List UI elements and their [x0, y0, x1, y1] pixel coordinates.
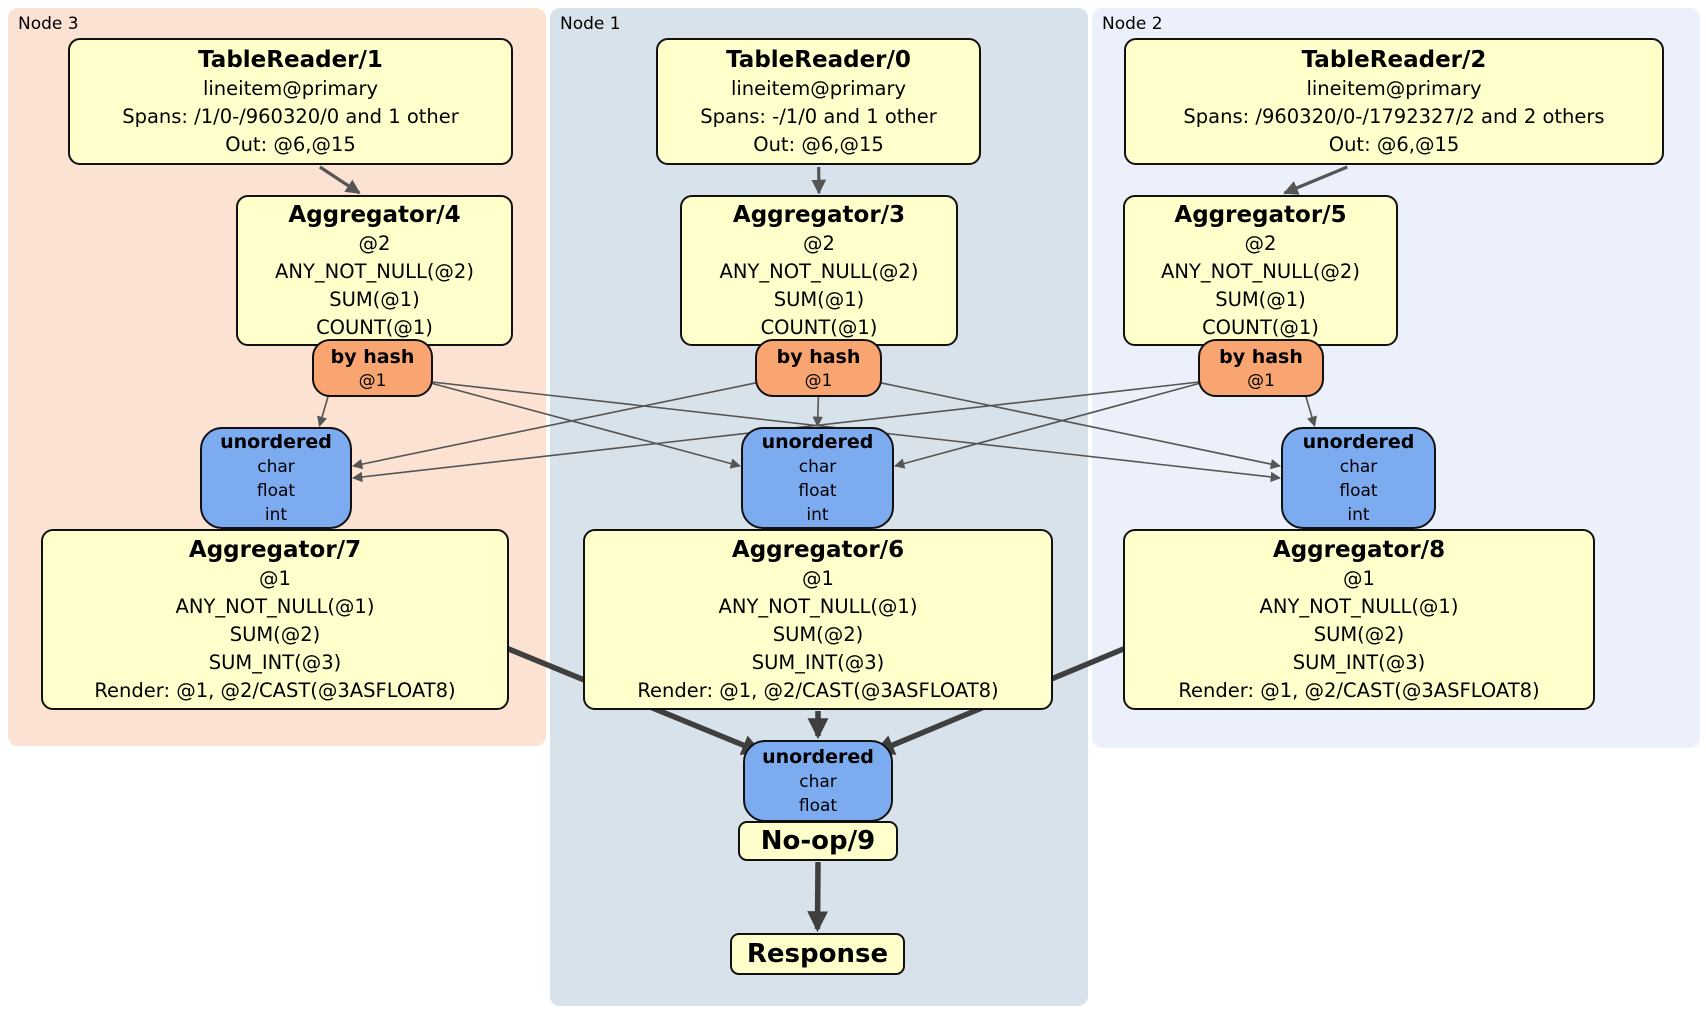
edge-tr2-to-agg5 [1283, 165, 1348, 195]
processor-detail-line: ANY_NOT_NULL(@1) [175, 594, 375, 618]
processor-aggregator-3: Aggregator/3 @2 ANY_NOT_NULL(@2) SUM(@1)… [680, 195, 958, 346]
processor-detail-line: COUNT(@1) [760, 315, 878, 339]
edge-noop-to-response [807, 861, 829, 933]
processor-tablereader-1: TableReader/1 lineitem@primary Spans: /1… [68, 38, 513, 165]
processor-response: Response [730, 933, 905, 975]
router-by-hash-node3: by hash @1 [312, 339, 433, 397]
panel-node2-label: Node 2 [1102, 14, 1163, 34]
processor-detail-line: @1 [1343, 566, 1375, 590]
processor-detail-line: Spans: -/1/0 and 1 other [700, 104, 937, 128]
processor-title: Aggregator/8 [1272, 536, 1446, 563]
processor-detail-line: lineitem@primary [202, 76, 379, 100]
sync-label: unordered [761, 430, 874, 453]
processor-detail-line: Out: @6,@15 [225, 132, 356, 156]
processor-detail-line: @1 [259, 566, 291, 590]
sync-label: unordered [762, 745, 874, 768]
processor-detail-line: SUM_INT(@3) [751, 650, 885, 674]
processor-detail-line: SUM_INT(@3) [208, 650, 342, 674]
router-label: by hash [330, 345, 415, 368]
processor-title: Aggregator/5 [1174, 201, 1347, 228]
processor-detail-line: ANY_NOT_NULL(@1) [718, 594, 918, 618]
sync-label: unordered [1302, 430, 1415, 453]
processor-title: Aggregator/3 [732, 201, 906, 228]
sync-unordered-node3: unordered char float int [200, 427, 352, 529]
processor-detail-line: Render: @1, @2/CAST(@3ASFLOAT8) [94, 678, 456, 702]
sync-type: int [1347, 504, 1370, 525]
processor-detail-line: @1 [802, 566, 834, 590]
processor-detail-line: Out: @6,@15 [753, 132, 884, 156]
processor-noop-9: No-op/9 [738, 821, 898, 861]
processor-detail-line: SUM(@1) [1215, 287, 1306, 311]
sync-type: char [798, 456, 837, 477]
processor-detail-line: SUM(@1) [773, 287, 865, 311]
sync-unordered-node2: unordered char float int [1281, 427, 1436, 529]
processor-title: TableReader/1 [198, 46, 383, 73]
processor-title: TableReader/2 [1301, 46, 1487, 73]
processor-detail-line: @2 [803, 231, 835, 255]
processor-detail-line: Spans: /960320/0-/1792327/2 and 2 others [1183, 104, 1605, 128]
processor-title: Aggregator/4 [288, 201, 461, 228]
sync-type: float [798, 795, 838, 816]
router-key: @1 [804, 370, 833, 391]
processor-detail-line: SUM(@1) [329, 287, 420, 311]
sync-type: char [1339, 456, 1378, 477]
processor-detail-line: SUM_INT(@3) [1292, 650, 1426, 674]
edge-hashL-to-syncM [422, 380, 742, 469]
processor-detail-line: @2 [358, 231, 391, 255]
processor-title: TableReader/0 [726, 46, 911, 73]
processor-aggregator-5: Aggregator/5 @2 ANY_NOT_NULL(@2) SUM(@1)… [1123, 195, 1398, 346]
processor-aggregator-7: Aggregator/7 @1 ANY_NOT_NULL(@1) SUM(@2)… [41, 529, 509, 710]
processor-detail-line: Render: @1, @2/CAST(@3ASFLOAT8) [1178, 678, 1540, 702]
edge-hashM-to-syncL [351, 380, 766, 470]
processor-aggregator-6: Aggregator/6 @1 ANY_NOT_NULL(@1) SUM(@2)… [583, 529, 1053, 710]
processor-tablereader-2: TableReader/2 lineitem@primary Spans: /9… [1124, 38, 1664, 165]
edge-tr1-to-agg4 [319, 165, 361, 195]
processor-detail-line: COUNT(@1) [1202, 315, 1319, 339]
processor-detail-line: lineitem@primary [730, 76, 907, 100]
processor-detail-line: SUM(@2) [229, 622, 321, 646]
processor-title: Aggregator/7 [188, 536, 362, 563]
edge-hashR-to-syncM [893, 380, 1209, 469]
processor-detail-line: @2 [1244, 231, 1277, 255]
sync-label: unordered [220, 430, 332, 453]
router-by-hash-node1: by hash @1 [755, 339, 882, 397]
panel-node3-label: Node 3 [18, 14, 79, 34]
processor-aggregator-8: Aggregator/8 @1 ANY_NOT_NULL(@1) SUM(@2)… [1123, 529, 1595, 710]
processor-aggregator-4: Aggregator/4 @2 ANY_NOT_NULL(@2) SUM(@1)… [236, 195, 513, 346]
processor-detail-line: Spans: /1/0-/960320/0 and 1 other [122, 104, 459, 128]
router-label: by hash [776, 345, 861, 368]
panel-node1-label: Node 1 [560, 14, 621, 34]
edge-hashM-to-syncR [871, 380, 1282, 470]
edge-hashR-to-syncR [1304, 392, 1317, 427]
sync-type: float [1339, 480, 1378, 501]
sync-type: int [806, 504, 829, 525]
processor-title: Aggregator/6 [731, 536, 905, 563]
sync-type: float [256, 480, 296, 501]
processor-detail-line: ANY_NOT_NULL(@2) [275, 259, 474, 283]
processor-title: No-op/9 [760, 826, 876, 856]
processor-detail-line: ANY_NOT_NULL(@2) [719, 259, 919, 283]
processor-detail-line: Out: @6,@15 [1328, 132, 1460, 156]
edge-hashL-to-syncL [317, 392, 330, 427]
processor-detail-line: lineitem@primary [1306, 76, 1482, 100]
sync-type: char [257, 456, 295, 477]
processor-detail-line: SUM(@2) [1313, 622, 1405, 646]
processor-detail-line: COUNT(@1) [316, 315, 433, 339]
sync-type: int [264, 504, 288, 525]
router-by-hash-node2: by hash @1 [1198, 339, 1324, 397]
processor-detail-line: ANY_NOT_NULL(@2) [1161, 259, 1360, 283]
processor-detail-line: ANY_NOT_NULL(@1) [1259, 594, 1459, 618]
edge-hashM-to-syncM [812, 392, 823, 428]
processor-title: Response [746, 939, 889, 969]
processor-detail-line: Render: @1, @2/CAST(@3ASFLOAT8) [637, 678, 999, 702]
processor-tablereader-0: TableReader/0 lineitem@primary Spans: -/… [656, 38, 981, 165]
processor-detail-line: SUM(@2) [772, 622, 864, 646]
router-key: @1 [358, 370, 387, 391]
sync-type: char [799, 771, 837, 792]
router-key: @1 [1247, 370, 1275, 391]
sync-type: float [798, 480, 837, 501]
router-label: by hash [1219, 345, 1303, 368]
sync-unordered-node1: unordered char float int [741, 427, 894, 529]
sync-unordered-final: unordered char float [743, 740, 893, 822]
